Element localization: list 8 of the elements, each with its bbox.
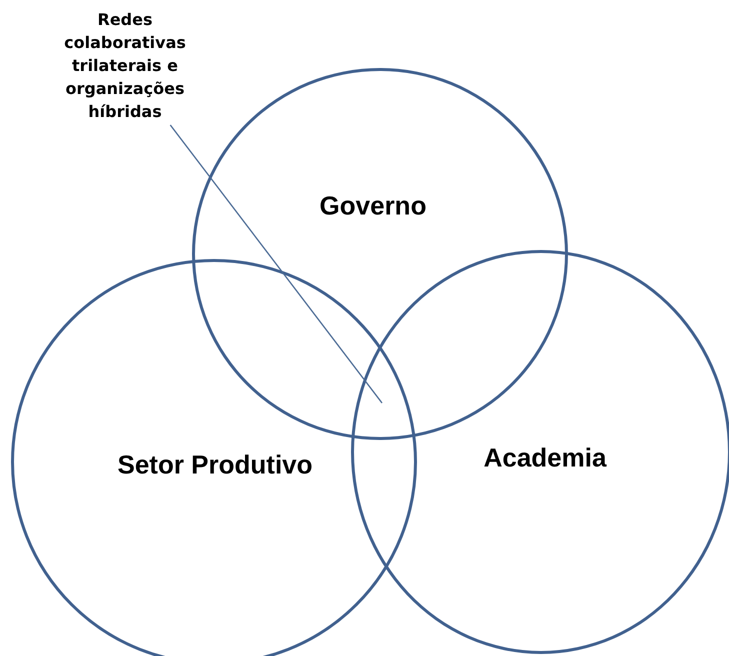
leader-line bbox=[170, 124, 383, 404]
circle-label: Governo bbox=[320, 190, 426, 222]
venn-circle bbox=[192, 68, 568, 440]
venn-circle bbox=[351, 250, 729, 654]
circle-label: Setor Produtivo bbox=[118, 450, 312, 480]
venn-circle bbox=[11, 259, 417, 656]
annotation-text: Redes colaborativas trilaterais e organizações híbridas bbox=[55, 8, 195, 123]
circle-label: Academia bbox=[484, 442, 606, 474]
